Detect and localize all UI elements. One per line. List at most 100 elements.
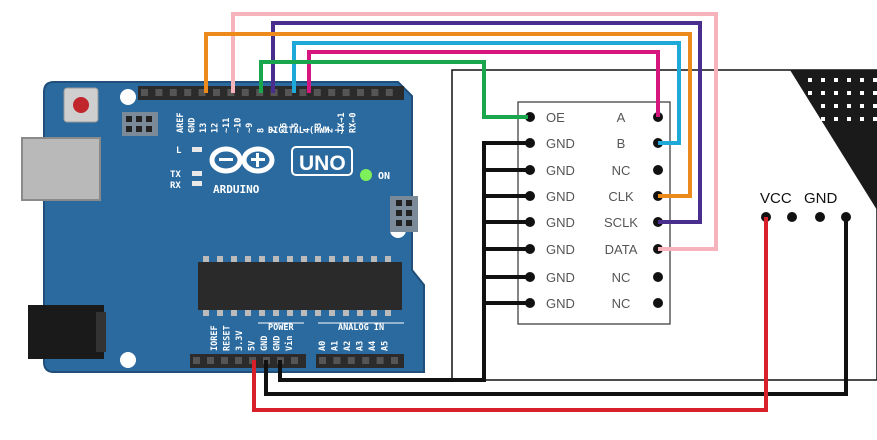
chip-leg <box>217 256 223 262</box>
led-dot <box>808 78 812 82</box>
header-pin <box>319 357 326 364</box>
arduino-logo-text: ARDUINO <box>213 183 260 196</box>
panel-power-connector: VCC GND <box>760 190 851 222</box>
header-pin <box>328 89 336 96</box>
led-dot <box>860 78 864 82</box>
on-label: ON <box>378 171 390 182</box>
module-right-label: DATA <box>605 242 638 257</box>
led-dot <box>873 91 877 95</box>
chip-leg <box>287 310 293 316</box>
module-pin-left <box>525 272 535 282</box>
led-dot <box>821 117 825 121</box>
header-pin <box>347 357 355 364</box>
header-pin <box>371 89 379 96</box>
icsp-pin <box>126 116 132 122</box>
module-left-label: GND <box>546 189 575 204</box>
led-l-label: L <box>176 146 182 156</box>
led-dot <box>808 91 812 95</box>
pin-label: 3.3V <box>235 331 245 351</box>
module-right-label: NC <box>612 163 631 178</box>
header-pin <box>207 357 214 364</box>
led-dot <box>834 104 838 108</box>
module-left-label: GND <box>546 296 575 311</box>
icsp-pin <box>396 210 402 216</box>
pin-label: A0 <box>318 341 328 351</box>
module-right-label: B <box>617 136 626 151</box>
chip-leg <box>259 256 265 262</box>
header-pin <box>391 357 398 364</box>
led-dot <box>821 78 825 82</box>
module-pin-right <box>653 298 663 308</box>
header-pin <box>169 89 177 96</box>
chip-leg <box>357 256 363 262</box>
gnd-label: GND <box>804 190 838 207</box>
icsp-pin <box>406 210 412 216</box>
chip-leg <box>301 310 307 316</box>
chip-leg <box>217 310 223 316</box>
module-right-label: SCLK <box>604 215 638 230</box>
led-dot <box>873 117 877 121</box>
header-pin <box>213 89 220 96</box>
pin-label: 5V <box>248 341 258 351</box>
header-pin <box>141 89 148 96</box>
icsp-pin <box>136 126 142 132</box>
pin-label: 12 <box>211 123 221 133</box>
chip-leg <box>287 256 293 262</box>
pin-label: IOREF <box>210 325 220 351</box>
pin-label: GND <box>260 336 270 351</box>
chip-leg <box>371 256 377 262</box>
module-left-label: GND <box>546 163 575 178</box>
wire-purple <box>271 21 702 224</box>
vcc-label: VCC <box>760 190 792 207</box>
pin-label: ~5 <box>291 123 301 133</box>
module-pin-left <box>525 298 535 308</box>
wire-gnd-bus <box>278 141 528 382</box>
led-dot <box>821 104 825 108</box>
reset-button[interactable] <box>63 87 99 123</box>
pin-label: GND <box>273 336 283 351</box>
led-dot <box>860 117 864 121</box>
pin-label: 8 <box>257 128 267 133</box>
power-led <box>360 169 372 181</box>
pin-label: ~11 <box>222 118 232 133</box>
wire-green <box>259 60 528 119</box>
led-dot <box>873 78 877 82</box>
chip-leg <box>357 310 363 316</box>
icsp-pin <box>146 116 152 122</box>
wires <box>204 12 848 412</box>
pin-label: RESET <box>223 325 233 351</box>
icsp-pin <box>406 200 412 206</box>
pin-label: 4 <box>303 128 313 133</box>
arduino-logo <box>209 146 275 174</box>
pin-label: Vin <box>284 336 295 351</box>
power-label: POWER <box>268 323 294 333</box>
pin-label: A5 <box>381 341 391 351</box>
pin-label: A1 <box>331 341 341 351</box>
icsp-pin <box>146 126 152 132</box>
atmega-chip <box>198 262 402 310</box>
led-dot <box>847 78 851 82</box>
header-pin <box>333 357 341 364</box>
header-pin <box>184 89 192 96</box>
header-pin <box>198 89 206 96</box>
pin-label: TX→1 <box>337 113 347 133</box>
chip-leg <box>385 256 391 262</box>
pin-label: AREF <box>176 113 186 133</box>
dc-jack <box>28 305 104 359</box>
analog-label: ANALOG IN <box>338 323 384 333</box>
wire-vcc-red <box>252 217 768 412</box>
header-pin <box>155 89 163 96</box>
uno-label: UNO <box>299 152 346 175</box>
wire-pink <box>231 12 718 251</box>
chip-leg <box>385 310 391 316</box>
pin-label: ~3 <box>314 123 324 133</box>
pin-label: A4 <box>368 341 378 351</box>
wire-orange <box>204 32 692 198</box>
header-pin <box>376 357 384 364</box>
chip-leg <box>315 310 321 316</box>
pin-label: RX←0 <box>349 113 359 133</box>
icsp-pin <box>396 220 402 226</box>
chip-leg <box>203 256 209 262</box>
chip-leg <box>231 256 237 262</box>
